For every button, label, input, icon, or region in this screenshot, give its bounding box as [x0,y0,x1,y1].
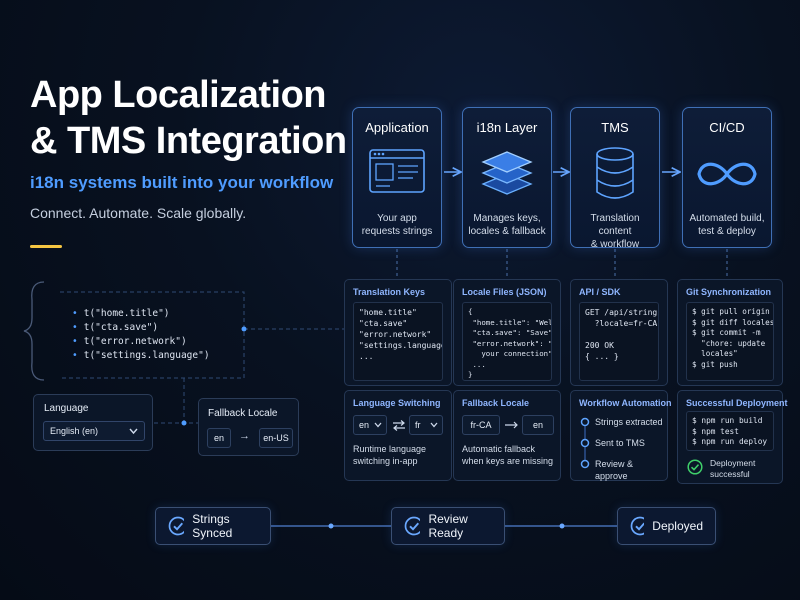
accent-bar [30,245,62,248]
fallback-from: en [207,428,231,448]
language-switch-to[interactable]: fr [409,415,443,435]
panel-language-switching: Language Switching en fr Runtime languag… [344,390,452,481]
card-title: i18n Layer [476,120,538,135]
workflow-step: Sent to TMS [595,438,645,448]
panel-translation-keys: Translation Keys "home.title" "cta.save"… [344,279,452,386]
app-window-icon [369,149,425,193]
check-circle-icon [687,459,703,475]
workflow-step: Review & approve [595,459,634,481]
pipeline-card-tms: TMS Translation content& workflow [570,107,660,250]
card-description: Manages keys,locales & fallback [468,213,546,237]
status-deployed: Deployed [617,507,716,545]
swap-icon [393,420,405,431]
status-label: Deployed [652,519,703,533]
panel-title: Fallback Locale [462,398,530,408]
panel-successful-deployment: Successful Deployment $ npm run build $ … [677,390,788,484]
chevron-down-icon [129,428,138,435]
panel-fallback-locale: Fallback Locale fr-CA en Automatic fallb… [453,390,561,481]
check-circle-icon [168,516,185,536]
layers-icon [481,151,533,195]
card-title: Application [365,120,429,135]
fallback-widget: Fallback Locale en → en-US [198,398,299,456]
chevron-down-icon [430,422,438,428]
code-line: t("settings.language") [83,350,210,361]
panel-workflow-automation: Workflow Automation Strings extracted Se… [570,390,672,481]
panel-title: Workflow Automation [579,398,672,408]
status-label: Strings Synced [192,512,233,540]
infinity-icon [697,162,757,186]
tagline: Connect. Automate. Scale globally. [30,205,247,221]
workflow-step: Strings extracted [595,417,663,427]
workflow-timeline [580,417,590,469]
page-subtitle: i18n systems built into your workflow [30,173,334,192]
code-block: "home.title" "cta.save" "error.network" … [353,302,443,381]
check-circle-icon [630,516,645,536]
arrow-right-icon [505,421,518,429]
code-line: t("error.network") [83,336,187,347]
fallback-from: fr-CA [462,415,500,435]
card-description: Translation content& workflow [590,213,640,250]
language-widget: Language English (en) [33,394,153,451]
status-label: Review Ready [428,512,468,540]
language-select[interactable]: English (en) [43,421,145,441]
check-circle-icon [404,516,421,536]
pipeline-card-i18n-layer: i18n Layer Manages keys,locales & fallba… [462,107,552,248]
panel-locale-files: Locale Files (JSON) { "home.title": "Wel… [453,279,561,386]
language-switch-from[interactable]: en [353,415,387,435]
card-title: CI/CD [709,120,745,135]
language-label: Language [44,403,89,414]
status-strings-synced: Strings Synced [155,507,271,545]
code-block: GET /api/strings ?locale=fr-CA 200 OK { … [579,302,659,381]
panel-title: Locale Files (JSON) [462,287,547,297]
panel-title: Language Switching [353,398,441,408]
arrow-right-icon: → [239,430,250,442]
language-select-value: English (en) [50,426,99,436]
pipeline-card-cicd: CI/CD Automated build,test & deploy [682,107,772,248]
panel-title: API / SDK [579,287,621,297]
code-line: t("cta.save") [83,322,159,333]
panel-title: Translation Keys [353,287,426,297]
database-icon [596,147,634,199]
panel-api-sdk: API / SDK GET /api/strings ?locale=fr-CA… [570,279,668,386]
fallback-label: Fallback Locale [208,408,278,419]
code-line: t("home.title") [83,308,170,319]
chevron-down-icon [374,422,382,428]
code-block: $ git pull origin main $ git diff locale… [686,302,774,381]
code-snippet: •t("home.title") •t("cta.save") •t("erro… [72,308,210,361]
card-title: TMS [601,120,629,135]
code-block: $ npm run build $ npm test $ npm run dep… [686,411,774,451]
status-review-ready: Review Ready [391,507,505,545]
card-description: Automated build,test & deploy [689,213,765,237]
code-block: { "home.title": "Welcome", "cta.save": "… [462,302,552,381]
fallback-to: en-US [259,428,293,448]
panel-title: Successful Deployment [686,398,788,408]
page-title: App Localization & TMS Integration [30,74,347,162]
panel-title: Git Synchronization [686,287,772,297]
panel-git-sync: Git Synchronization $ git pull origin ma… [677,279,783,386]
fallback-to: en [522,415,554,435]
